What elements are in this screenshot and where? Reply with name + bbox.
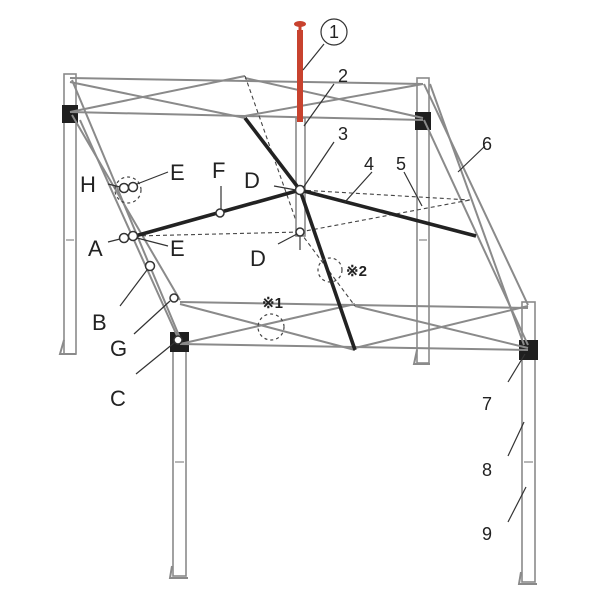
joint-g bbox=[169, 293, 179, 303]
callout-9: 9 bbox=[482, 524, 492, 544]
note-2: ※2 bbox=[346, 263, 367, 280]
joints bbox=[118, 181, 306, 345]
zone-note-2 bbox=[317, 257, 343, 283]
label-c: C bbox=[110, 386, 126, 411]
label-a: A bbox=[88, 236, 103, 261]
handle bbox=[294, 21, 306, 122]
joint-e-lower bbox=[127, 230, 139, 242]
zone-note-1 bbox=[257, 313, 285, 341]
leg-front-left bbox=[168, 332, 189, 579]
callout-8: 8 bbox=[482, 460, 492, 480]
joint-a bbox=[118, 232, 130, 244]
leg-back-left bbox=[58, 73, 78, 355]
joint-d-lower bbox=[295, 227, 305, 237]
label-d-lower: D bbox=[250, 246, 266, 271]
note-1: ※1 bbox=[262, 295, 283, 312]
joint-h bbox=[118, 182, 130, 194]
label-e-upper: E bbox=[170, 160, 185, 185]
hidden-lines bbox=[134, 75, 471, 307]
callout-1: 1 bbox=[329, 22, 339, 42]
callout-2: 2 bbox=[338, 66, 348, 86]
leader-lines bbox=[107, 43, 527, 523]
callout-3: 3 bbox=[338, 124, 348, 144]
corner-sleeve-back-right bbox=[415, 112, 431, 130]
scissor-truss bbox=[69, 75, 529, 351]
joint-c bbox=[173, 335, 183, 345]
joint-b bbox=[144, 260, 156, 272]
label-f: F bbox=[212, 158, 225, 183]
callout-1-circle bbox=[320, 18, 348, 46]
joint-f bbox=[215, 208, 225, 218]
label-b: B bbox=[92, 310, 107, 335]
label-h: H bbox=[80, 172, 96, 197]
joint-e-upper bbox=[127, 181, 139, 193]
label-e-lower: E bbox=[170, 236, 185, 261]
callout-7: 7 bbox=[482, 394, 492, 414]
callout-6: 6 bbox=[482, 134, 492, 154]
zone-h-e bbox=[114, 176, 142, 204]
callout-4: 4 bbox=[364, 154, 374, 174]
label-d-upper: D bbox=[244, 168, 260, 193]
callout-5: 5 bbox=[396, 154, 406, 174]
label-g: G bbox=[110, 336, 127, 361]
